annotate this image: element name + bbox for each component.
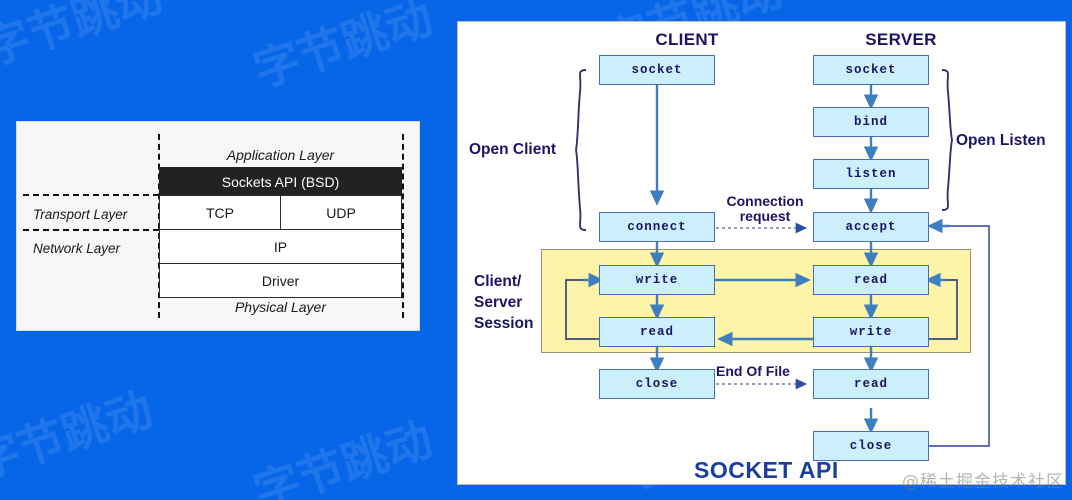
- annotation-end-of-file: End Of File: [716, 363, 790, 379]
- protocol-stack-figure: Transport Layer Network Layer Applicatio…: [16, 121, 420, 331]
- server-node-listen[interactable]: listen: [813, 159, 929, 189]
- stack-row-driver: Driver: [159, 263, 402, 298]
- socket-api-flow-figure: CLIENT SERVER socket connect write read …: [457, 21, 1066, 485]
- server-node-read-1[interactable]: read: [813, 265, 929, 295]
- annotation-connection-request-line2: request: [739, 208, 791, 224]
- community-watermark: @稀土掘金技术社区: [902, 472, 1064, 492]
- background-watermark: 字节跳动: [247, 411, 439, 500]
- column-header-server: SERVER: [865, 30, 937, 49]
- background-watermark: 字节跳动: [247, 0, 439, 98]
- annotation-connection-request-line1: Connection: [726, 193, 804, 209]
- column-header-client: CLIENT: [655, 30, 719, 49]
- server-node-write[interactable]: write: [813, 317, 929, 347]
- client-node-read[interactable]: read: [599, 317, 715, 347]
- stack-row-tcp: TCP: [159, 195, 281, 230]
- side-label-transport: Transport Layer: [33, 206, 128, 222]
- annotation-open-client: Open Client: [469, 141, 556, 158]
- background-watermark: 字节跳动: [0, 381, 159, 490]
- stack-row-ip: IP: [159, 229, 402, 264]
- stack-row-udp: UDP: [280, 195, 402, 230]
- client-node-socket[interactable]: socket: [599, 55, 715, 85]
- client-node-close[interactable]: close: [599, 369, 715, 399]
- annotation-session-line2: Server: [474, 294, 523, 311]
- figure-title: SOCKET API: [694, 457, 839, 483]
- network-divider-dash: [23, 229, 159, 231]
- server-node-close[interactable]: close: [813, 431, 929, 461]
- client-node-write[interactable]: write: [599, 265, 715, 295]
- flow-connector-layer: [565, 69, 990, 447]
- client-node-connect[interactable]: connect: [599, 212, 715, 242]
- stack-row-physical-layer: Physical Layer: [234, 299, 327, 315]
- server-node-socket[interactable]: socket: [813, 55, 929, 85]
- background-watermark: 字节跳动: [0, 0, 169, 76]
- server-node-bind[interactable]: bind: [813, 107, 929, 137]
- server-node-accept[interactable]: accept: [813, 212, 929, 242]
- annotation-open-listen: Open Listen: [956, 132, 1046, 149]
- transport-divider-dash: [23, 194, 159, 196]
- stack-row-application-layer: Application Layer: [226, 147, 335, 163]
- annotation-session-line1: Client/: [474, 273, 522, 290]
- server-node-read-2[interactable]: read: [813, 369, 929, 399]
- right-dashed-guide: [402, 134, 404, 318]
- stack-row-sockets-api: Sockets API (BSD): [159, 167, 402, 196]
- side-label-network: Network Layer: [33, 240, 121, 256]
- annotation-session-line3: Session: [474, 315, 534, 332]
